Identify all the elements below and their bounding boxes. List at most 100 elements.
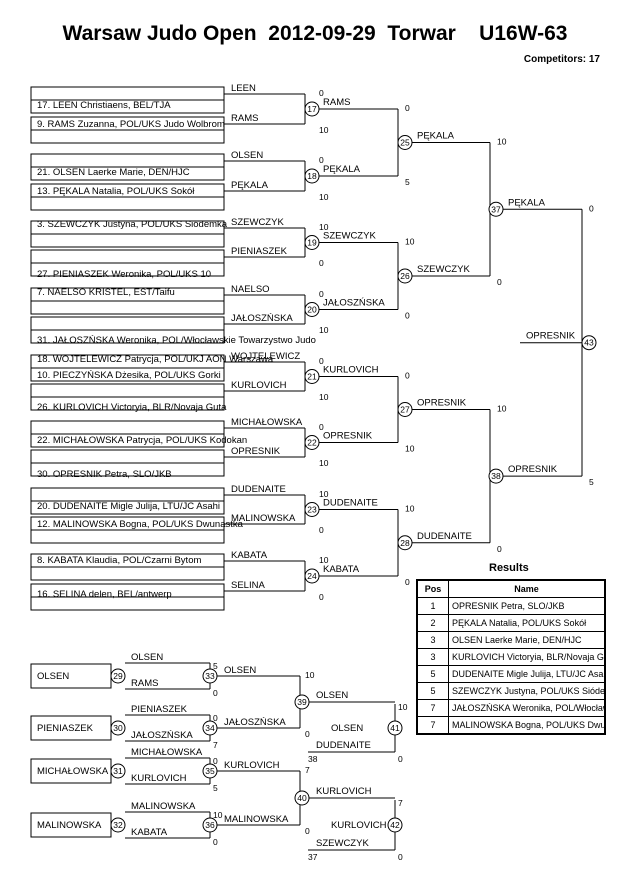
- source-tag: 38: [308, 754, 318, 764]
- score: 0: [398, 754, 403, 764]
- winner-name: PĘKALA: [508, 197, 546, 208]
- slot-name: RAMS: [131, 678, 158, 689]
- slot-name: MICHAŁOWSKA: [131, 747, 203, 758]
- winner-name: KURLOVICH: [323, 365, 379, 376]
- score: 10: [319, 192, 329, 202]
- match-number-circle: [387, 817, 403, 833]
- winner-name: PĘKALA: [417, 131, 455, 142]
- slot-name: JAŁOSZŃSKA: [131, 730, 193, 741]
- score: 0: [319, 155, 324, 165]
- winner-name: SZEWCZYK: [323, 231, 376, 242]
- match-number: 35: [205, 766, 215, 776]
- match-number-circle: [110, 817, 126, 833]
- repechage-lead-name: MICHAŁOWSKA: [37, 766, 109, 777]
- slot-name: PĘKALA: [231, 180, 269, 191]
- entry-name: 12. MALINOWSKA Bogna, POL/UKS Dwunastka: [37, 519, 244, 530]
- score: 0: [497, 277, 502, 287]
- match-number: 37: [491, 204, 501, 214]
- result-pos: 3: [416, 631, 449, 649]
- result-name: MALINOWSKA Bogna, POL/UKS Dwunastka: [448, 716, 606, 735]
- score: 0: [213, 756, 218, 766]
- match-number-circle: [110, 720, 126, 736]
- score: 5: [213, 661, 218, 671]
- winner-name: MALINOWSKA: [224, 814, 289, 825]
- score: 0: [405, 311, 410, 321]
- winner-name: OPRESNIK: [323, 431, 373, 442]
- match-number: 23: [307, 505, 317, 515]
- slot-name: LEEN: [231, 83, 256, 94]
- winner-name: KABATA: [323, 564, 360, 575]
- winner-name: OPRESNIK: [417, 398, 467, 409]
- entry-name: 17. LEEN Christiaens, BEL/TJA: [37, 100, 171, 111]
- slot-name: MICHAŁOWSKA: [231, 417, 303, 428]
- winner-name: DUDENAITE: [323, 498, 378, 509]
- result-pos: 2: [416, 614, 449, 632]
- entry-name: 9. RAMS Zuzanna, POL/UKS Judo Wolbrom: [37, 119, 225, 130]
- result-pos: 3: [416, 648, 449, 666]
- result-pos: 5: [416, 682, 449, 700]
- match-number: 22: [307, 438, 317, 448]
- slot-name: DUDENAITE: [231, 484, 286, 495]
- score: 0: [405, 371, 410, 381]
- slot-name: KURLOVICH: [131, 773, 187, 784]
- slot-name: SZEWCZYK: [316, 838, 369, 849]
- result-name: SZEWCZYK Justyna, POL/UKS Siódemka: [448, 682, 606, 700]
- score: 0: [305, 826, 310, 836]
- slot-name: WOJTELEWICZ: [231, 351, 300, 362]
- score: 0: [398, 852, 403, 862]
- slot-name: PIENIASZEK: [131, 704, 188, 715]
- match-number: 30: [113, 723, 123, 733]
- repechage-lead-name: OLSEN: [37, 671, 69, 682]
- score: 7: [398, 798, 403, 808]
- match-number-circle: [304, 435, 320, 450]
- slot-name: OLSEN: [331, 723, 363, 734]
- winner-name: JAŁOSZŃSKA: [224, 717, 286, 728]
- entry-name: 18. WOJTELEWICZ Patrycja, POL/UKJ AON Wa…: [37, 354, 274, 365]
- champion-name: OPRESNIK: [526, 331, 576, 342]
- match-number-circle: [110, 668, 126, 684]
- page-title: Warsaw Judo Open 2012-09-29 Torwar U16W-…: [62, 22, 568, 45]
- match-number-circle: [304, 235, 320, 250]
- match-number: 34: [205, 723, 215, 733]
- score: 0: [319, 289, 324, 299]
- match-number: 19: [307, 238, 317, 248]
- score: 10: [405, 504, 415, 514]
- slot-name: OLSEN: [231, 150, 263, 161]
- match-number: 41: [390, 723, 400, 733]
- winner-name: JAŁOSZŃSKA: [323, 298, 385, 309]
- score: 10: [497, 137, 507, 147]
- slot-name: RAMS: [231, 113, 258, 124]
- match-number-circle: [304, 101, 320, 117]
- result-pos: 7: [416, 716, 449, 735]
- slot-name: OPRESNIK: [231, 446, 281, 457]
- match-number: 33: [205, 671, 215, 681]
- score: 5: [213, 783, 218, 793]
- match-number: 38: [491, 471, 501, 481]
- score: 10: [319, 458, 329, 468]
- match-number: 32: [113, 820, 123, 830]
- score: 10: [497, 404, 507, 414]
- score: 0: [589, 203, 594, 213]
- slot-name: KABATA: [231, 550, 268, 561]
- match-number: 27: [400, 405, 410, 415]
- match-number-circle: [387, 720, 403, 736]
- score: 5: [589, 477, 594, 487]
- source-tag: 37: [308, 852, 318, 862]
- winner-name: KURLOVICH: [224, 760, 280, 771]
- result-name: DUDENAITE Migle Julija, LTU/JC Asahi: [448, 665, 606, 683]
- competitors-count: Competitors: 17: [523, 54, 600, 65]
- match-number: 25: [400, 138, 410, 148]
- score: 0: [319, 525, 324, 535]
- winner-name: PĘKALA: [323, 164, 361, 175]
- entry-name: 10. PIECZYŃSKA Dżesika, POL/UKS Gorki: [37, 370, 221, 381]
- result-pos: 5: [416, 665, 449, 683]
- result-name: KURLOVICH Victoryia, BLR/Novaja Guta: [448, 648, 606, 666]
- entry-name: 21. OLSEN Laerke Marie, DEN/HJC: [37, 167, 190, 178]
- slot-name: SZEWCZYK: [231, 217, 284, 228]
- match-number-circle: [110, 763, 126, 779]
- winner-name: RAMS: [323, 97, 350, 108]
